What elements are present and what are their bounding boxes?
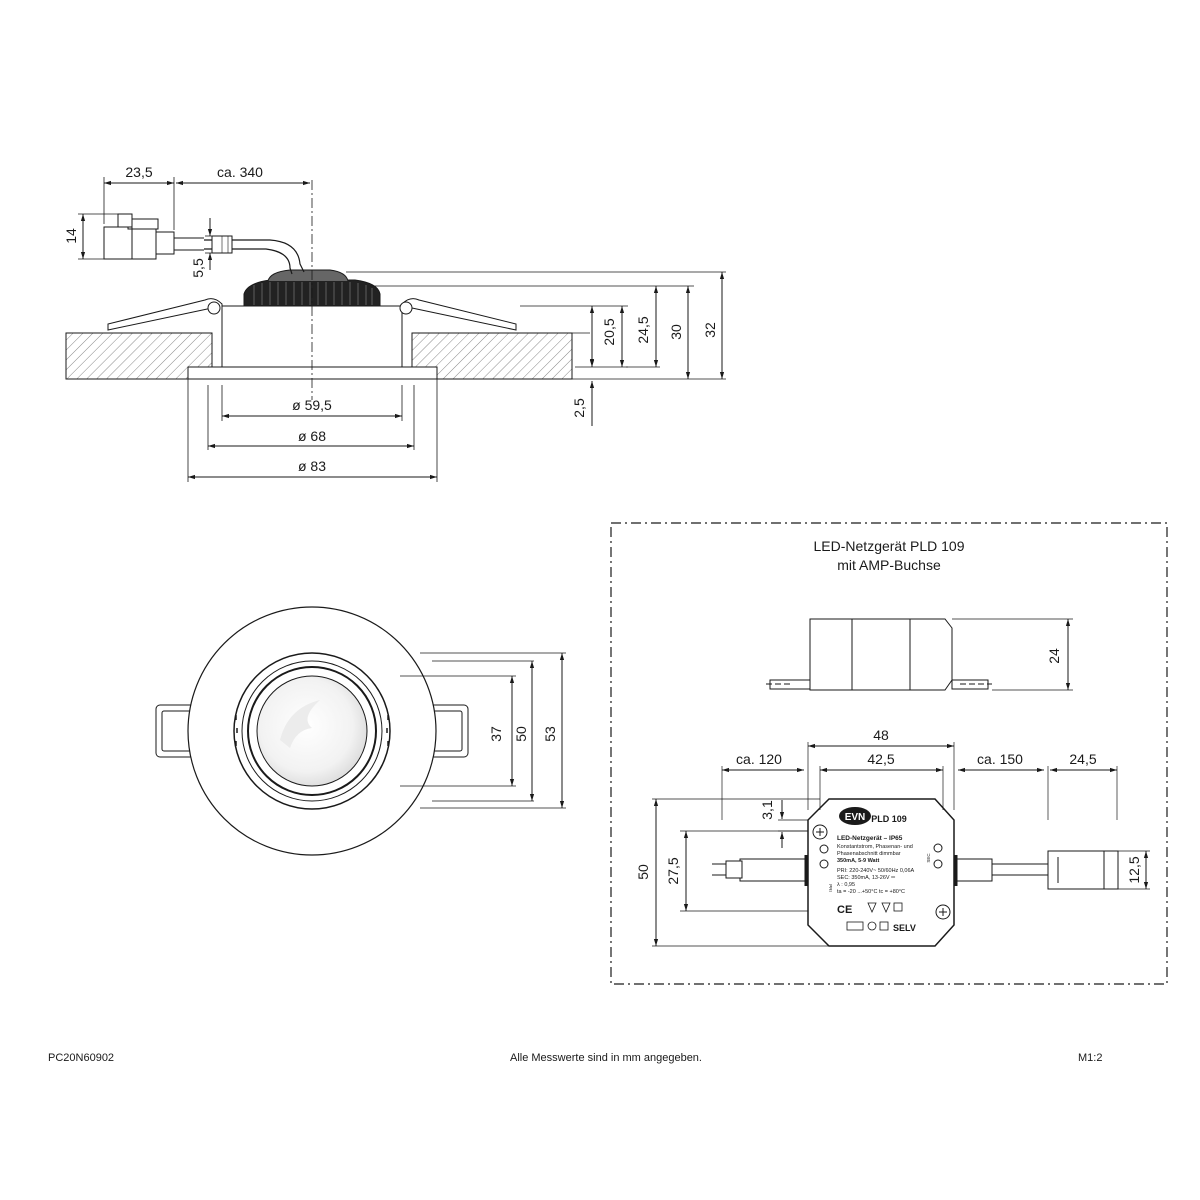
dim-50: 50 — [513, 726, 529, 742]
label-line-7: λ : 0,95 — [837, 882, 855, 888]
certification-icons — [846, 902, 903, 931]
sec-text: SEC — [926, 853, 931, 863]
lens — [256, 675, 368, 787]
dim-37: 37 — [488, 726, 504, 742]
dim-d-59-5: ø 59,5 — [292, 397, 332, 413]
selv-mark: SELV — [893, 923, 916, 933]
dim-height-24-5: 24,5 — [635, 316, 651, 343]
label-line-5: PRI: 220-240V~ 50/60Hz 0,06A — [837, 868, 915, 874]
label-line-3: Phasenabschnitt dimmbar — [837, 851, 901, 857]
brand-text: EVN — [845, 812, 866, 823]
dim-psu-width-42-5: 42,5 — [867, 751, 894, 767]
label-line-4: 350mA, 5-9 Watt — [837, 858, 879, 864]
psu-top-view — [652, 742, 1150, 947]
psu-body — [807, 798, 955, 947]
dim-height-32: 32 — [702, 322, 718, 338]
dim-connector-length: 24,5 — [1069, 751, 1096, 767]
dim-insulation-depth: 20,5 — [601, 318, 617, 345]
dim-flange: 2,5 — [571, 398, 587, 418]
label-line-6: SEC: 350mA, 13-26V ═ — [837, 875, 895, 881]
model-text: PLD 109 — [871, 814, 907, 824]
dim-psu-height-50: 50 — [635, 864, 651, 880]
pri-text: PRI — [828, 884, 833, 892]
label-line-8: ta = -20 ...+50°C tc = +80°C — [837, 889, 905, 895]
label-line-2: Konstantstrom, Phasenan- und — [837, 844, 913, 850]
power-supply-subtitle: mit AMP-Buchse — [837, 557, 941, 573]
dim-psu-height: 24 — [1046, 648, 1062, 664]
label-line-1: LED-Netzgerät – IP65 — [837, 835, 903, 842]
power-supply-frame — [610, 522, 1168, 985]
flange — [187, 366, 438, 380]
ceiling-right — [411, 332, 573, 380]
amp-connector — [103, 213, 204, 260]
dim-d-83: ø 83 — [298, 458, 326, 474]
dim-offset-3-1: 3,1 — [759, 800, 775, 820]
dim-connector-height: 14 — [63, 228, 79, 244]
dim-connector-height-12-5: 12,5 — [1126, 856, 1142, 883]
dim-height-30: 30 — [668, 324, 684, 340]
dim-cable-length: ca. 340 — [217, 164, 263, 180]
dim-d-68: ø 68 — [298, 428, 326, 444]
spring-clip-right — [401, 298, 517, 331]
scale-label: M1:2 — [1078, 1052, 1103, 1064]
evn-logo — [839, 807, 871, 825]
dim-psu-height-27-5: 27,5 — [665, 857, 681, 884]
dim-cable-diameter: 5,5 — [190, 258, 206, 278]
side-view — [65, 177, 726, 482]
drawing-code: PC20N60902 — [48, 1052, 115, 1064]
power-supply-title: LED-Netzgerät PLD 109 — [814, 538, 965, 554]
dim-cable-connector: 23,5 — [125, 164, 152, 180]
dim-cable-left: ca. 120 — [736, 751, 782, 767]
psu-label: EVN PLD 109 LED-Netzgerät – IP65 Konstan… — [828, 807, 931, 933]
dim-53: 53 — [542, 726, 558, 742]
top-view — [155, 606, 566, 856]
measurement-note: Alle Messwerte sind in mm angegeben. — [510, 1052, 702, 1064]
dim-psu-width-48: 48 — [873, 727, 889, 743]
psu-side-view — [766, 618, 1073, 691]
ce-mark: CE — [837, 904, 852, 916]
spring-clip-left — [107, 298, 223, 331]
cable — [204, 239, 305, 273]
dim-cable-right: ca. 150 — [977, 751, 1023, 767]
